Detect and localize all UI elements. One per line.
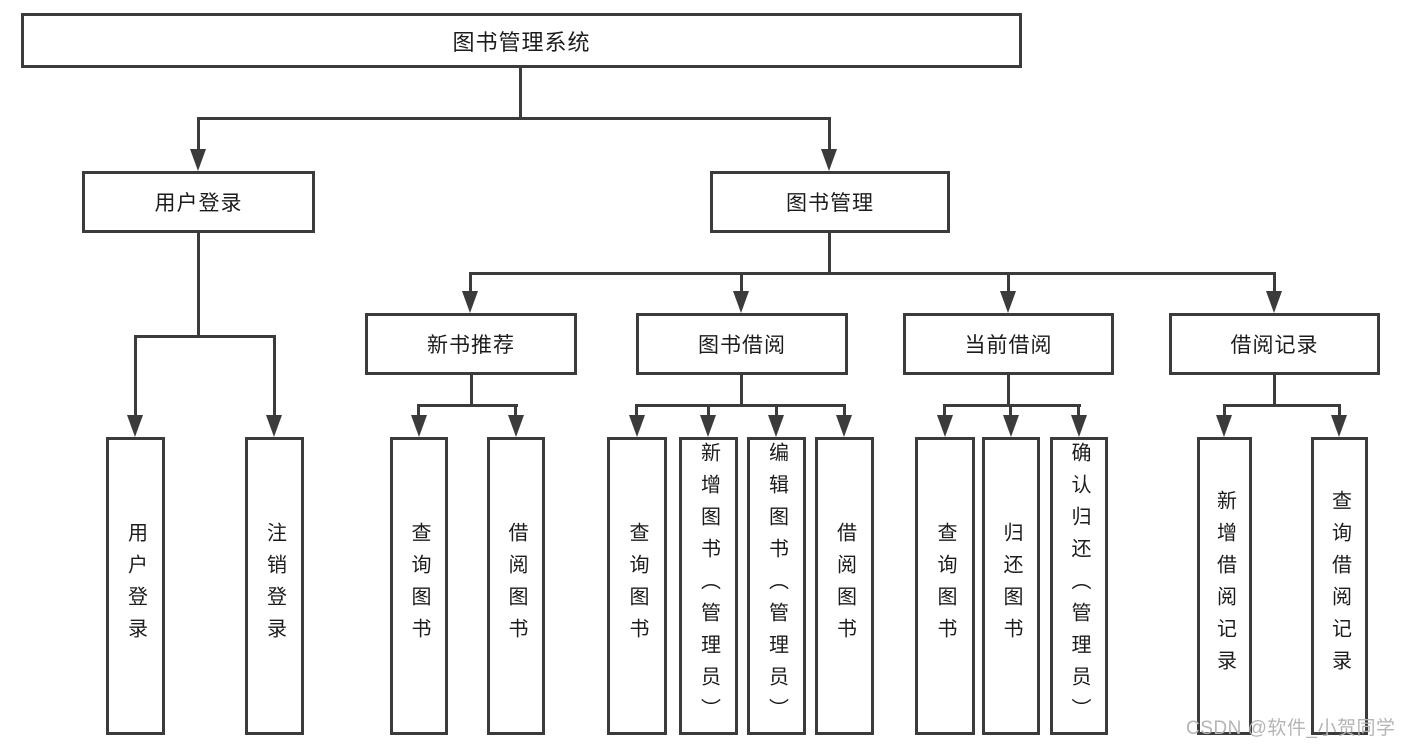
connector-line	[1223, 404, 1341, 407]
connector-line	[134, 335, 137, 416]
arrow-down-icon	[190, 149, 206, 171]
leaf-label: 归还图书	[1000, 522, 1022, 650]
leaf-query-borrow-record: 查询借阅记录	[1311, 437, 1368, 735]
node-borrowing-records: 借阅记录	[1169, 313, 1380, 375]
leaf-label: 新增图书（管理员）	[697, 442, 720, 730]
leaf-label: 借阅图书	[833, 522, 856, 650]
leaf-label: 查询图书	[408, 522, 430, 650]
leaf-query-books-recommend: 查询图书	[390, 437, 448, 735]
arrow-down-icon	[508, 415, 524, 437]
connector-line	[197, 117, 200, 151]
arrow-down-icon	[127, 415, 143, 437]
connector-line	[514, 404, 517, 417]
connector-line	[519, 68, 522, 119]
connector-line	[1007, 272, 1010, 292]
arrow-down-icon	[733, 291, 749, 313]
arrow-down-icon	[1331, 415, 1347, 437]
arrow-down-icon	[821, 149, 837, 171]
node-user-login: 用户登录	[82, 171, 315, 233]
leaf-label: 查询借阅记录	[1328, 490, 1351, 682]
leaf-user-login: 用户登录	[106, 437, 165, 735]
connector-line	[943, 404, 1081, 407]
connector-line	[740, 272, 743, 292]
arrow-down-icon	[1003, 415, 1019, 437]
leaf-query-books-borrow: 查询图书	[607, 437, 667, 735]
leaf-query-books-current: 查询图书	[915, 437, 975, 735]
leaf-add-borrow-record: 新增借阅记录	[1197, 437, 1252, 735]
connector-line	[775, 404, 778, 417]
connector-line	[828, 233, 831, 274]
leaf-label: 借阅图书	[505, 522, 527, 650]
arrow-down-icon	[1266, 291, 1282, 313]
watermark: CSDN @软件_小贺同学	[1186, 718, 1396, 739]
leaf-label: 用户登录	[124, 522, 147, 650]
arrow-down-icon	[768, 415, 784, 437]
leaf-edit-book-admin: 编辑图书（管理员）	[747, 437, 806, 735]
node-new-book-recommend: 新书推荐	[365, 313, 577, 375]
leaf-add-book-admin: 新增图书（管理员）	[679, 437, 738, 735]
connector-line	[707, 404, 710, 417]
connector-line	[470, 375, 473, 406]
connector-line	[197, 117, 831, 120]
arrow-down-icon	[1000, 291, 1016, 313]
connector-line	[197, 233, 200, 337]
connector-line	[1223, 404, 1226, 417]
node-library-system: 图书管理系统	[21, 13, 1022, 68]
leaf-borrow-books-recommend: 借阅图书	[487, 437, 545, 735]
node-current-borrowing: 当前借阅	[903, 313, 1114, 375]
leaf-borrow-books: 借阅图书	[815, 437, 874, 735]
arrow-down-icon	[629, 415, 645, 437]
connector-line	[469, 272, 472, 292]
connector-line	[828, 117, 831, 151]
arrow-down-icon	[266, 415, 282, 437]
connector-line	[943, 404, 946, 417]
node-book-borrowing: 图书借阅	[636, 313, 848, 375]
connector-line	[1338, 404, 1341, 417]
connector-line	[417, 404, 518, 407]
connector-line	[1273, 375, 1276, 406]
leaf-confirm-return-admin: 确认归还（管理员）	[1050, 437, 1108, 735]
arrow-down-icon	[937, 415, 953, 437]
connector-line	[843, 404, 846, 417]
arrow-down-icon	[1216, 415, 1232, 437]
connector-line	[635, 404, 846, 407]
leaf-label: 新增借阅记录	[1213, 490, 1236, 682]
leaf-return-book: 归还图书	[982, 437, 1040, 735]
connector-line	[1009, 404, 1012, 417]
connector-line	[1077, 404, 1080, 417]
connector-line	[134, 335, 276, 338]
arrow-down-icon	[411, 415, 427, 437]
connector-line	[469, 272, 1275, 275]
connector-line	[1273, 272, 1276, 292]
leaf-label: 注销登录	[263, 522, 286, 650]
arrow-down-icon	[1071, 415, 1087, 437]
node-book-management: 图书管理	[710, 171, 950, 233]
leaf-label: 编辑图书（管理员）	[765, 442, 788, 730]
leaf-label: 查询图书	[934, 522, 956, 650]
connector-line	[1007, 375, 1010, 406]
arrow-down-icon	[462, 291, 478, 313]
leaf-label: 查询图书	[626, 522, 648, 650]
leaf-label: 确认归还（管理员）	[1068, 442, 1090, 730]
connector-line	[740, 375, 743, 406]
arrow-down-icon	[700, 415, 716, 437]
connector-line	[273, 335, 276, 416]
leaf-logout: 注销登录	[245, 437, 304, 735]
arrow-down-icon	[836, 415, 852, 437]
connector-line	[635, 404, 638, 417]
connector-line	[417, 404, 420, 417]
